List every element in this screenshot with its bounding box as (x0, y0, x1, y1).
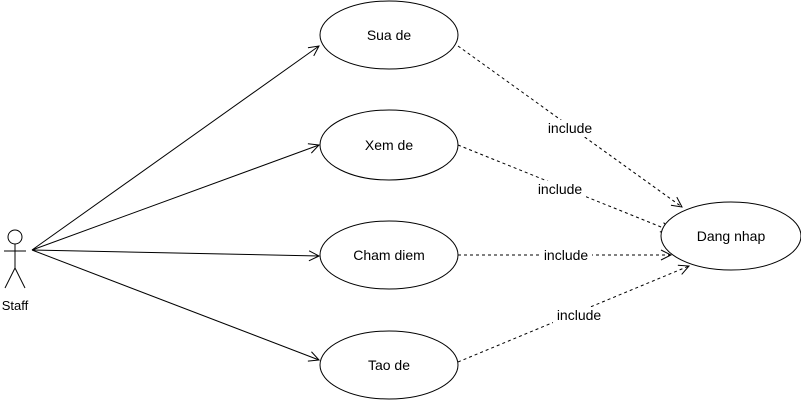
use-case-cham-diem[interactable]: Cham diem (319, 220, 459, 290)
association-staff-xem-de[interactable] (31, 145, 319, 251)
actor-right-leg (14, 267, 26, 289)
include-label-xem-de: include (538, 181, 583, 197)
association-staff-sua-de[interactable] (31, 46, 319, 251)
association-lines (31, 46, 319, 360)
use-case-label: Xem de (365, 137, 413, 153)
use-case-label: Dang nhap (697, 228, 766, 244)
use-case-tao-de[interactable]: Tao de (319, 330, 459, 400)
use-case-label: Tao de (368, 357, 410, 373)
include-labels: include include include include (534, 120, 605, 324)
use-case-label: Cham diem (353, 247, 425, 263)
association-staff-cham-diem[interactable] (31, 249, 319, 256)
include-label-cham-diem: include (544, 247, 589, 263)
use-case-dang-nhap[interactable]: Dang nhap (660, 201, 801, 271)
include-sua-de-dang-nhap[interactable] (457, 45, 682, 207)
use-case-sua-de[interactable]: Sua de (319, 0, 459, 70)
actor-label: Staff (2, 298, 29, 313)
association-staff-tao-de[interactable] (31, 249, 319, 360)
use-case-xem-de[interactable]: Xem de (319, 109, 459, 181)
actor-left-leg (4, 267, 16, 289)
use-case-label: Sua de (367, 27, 412, 43)
actor-head (7, 229, 23, 245)
include-label-sua-de: include (548, 120, 593, 136)
actor-staff[interactable]: Staff (2, 229, 29, 313)
include-label-tao-de: include (557, 307, 602, 323)
